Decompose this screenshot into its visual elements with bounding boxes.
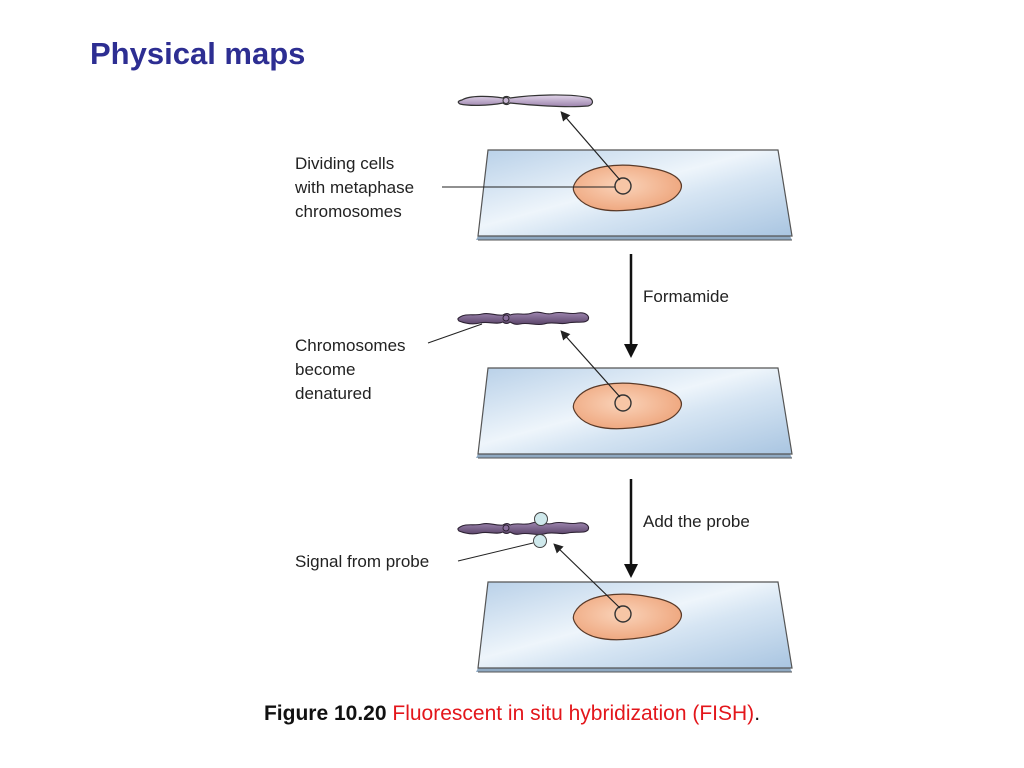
page-title: Physical maps	[90, 36, 306, 71]
slide-3	[476, 581, 793, 673]
label-dividing-cells-1: Dividing cells	[295, 154, 394, 173]
slide-1	[476, 149, 793, 241]
label-dividing-cells-2: with metaphase	[294, 178, 414, 197]
label-formamide: Formamide	[643, 287, 729, 306]
probe-signal-bottom	[533, 534, 547, 548]
chromosome-with-probe	[457, 512, 590, 548]
chromosome-metaphase	[457, 94, 594, 108]
arrow-nucleus-to-chromosome-1	[560, 111, 621, 181]
label-signal-from-probe: Signal from probe	[295, 552, 429, 571]
label-denatured-2: become	[295, 360, 355, 379]
arrow-add-probe	[624, 479, 638, 578]
arrow-nucleus-to-chromosome-2	[560, 330, 621, 398]
leader-signal	[457, 542, 534, 562]
chromosome-denatured	[457, 311, 590, 326]
label-denatured-3: denatured	[295, 384, 372, 403]
label-denatured-1: Chromosomes	[295, 336, 406, 355]
probe-signal-top	[534, 512, 548, 526]
figure-description: Fluorescent in situ hybridization (FISH)	[392, 702, 755, 725]
arrow-formamide	[624, 254, 638, 358]
figure-number: Figure 10.20	[263, 702, 387, 725]
nucleus-1	[614, 177, 632, 195]
nucleus-3	[614, 605, 632, 623]
figure-caption-end: .	[754, 702, 761, 725]
slide-2	[476, 367, 793, 459]
nucleus-2	[614, 394, 632, 412]
label-add-probe: Add the probe	[643, 512, 750, 531]
label-dividing-cells-3: chromosomes	[295, 202, 402, 221]
leader-denatured	[427, 323, 483, 344]
arrow-nucleus-to-chromosome-3	[553, 543, 621, 609]
figure-caption: Figure 10.20 Fluorescent in situ hybridi…	[0, 702, 1024, 726]
